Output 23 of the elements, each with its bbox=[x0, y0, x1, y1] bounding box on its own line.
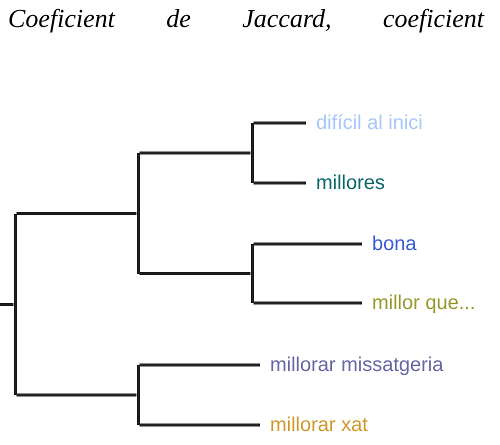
cluster-label: difícil al inici bbox=[306, 109, 423, 137]
dendrogram-branch bbox=[250, 244, 254, 303]
dendrogram-branch bbox=[136, 153, 140, 274]
cluster-label: bona bbox=[362, 230, 416, 258]
dendrogram-line bbox=[254, 302, 362, 304]
cluster-label: millores bbox=[306, 169, 385, 197]
dendrogram-line bbox=[16, 394, 136, 396]
dendrogram-branch bbox=[14, 214, 16, 395]
dendrogram-line bbox=[140, 364, 260, 366]
cluster-label: millorar missatgeria bbox=[260, 351, 444, 379]
dendrogram-line bbox=[140, 424, 260, 426]
dendrogram-branch bbox=[250, 123, 254, 183]
dendrogram-line bbox=[254, 122, 306, 124]
dendrogram-line bbox=[254, 242, 362, 246]
cluster-label: millorar xat bbox=[260, 411, 368, 439]
dendrogram-line bbox=[254, 182, 306, 184]
dendrogram-line bbox=[0, 303, 14, 306]
cluster-label: millor que... bbox=[362, 289, 476, 317]
dendrogram-branch bbox=[136, 365, 140, 425]
dendrogram-line bbox=[140, 272, 250, 275]
heading: Coeficient de Jaccard, coeficient bbox=[8, 4, 484, 34]
dendrogram-line bbox=[140, 152, 250, 154]
dendrogram-line bbox=[16, 212, 136, 215]
